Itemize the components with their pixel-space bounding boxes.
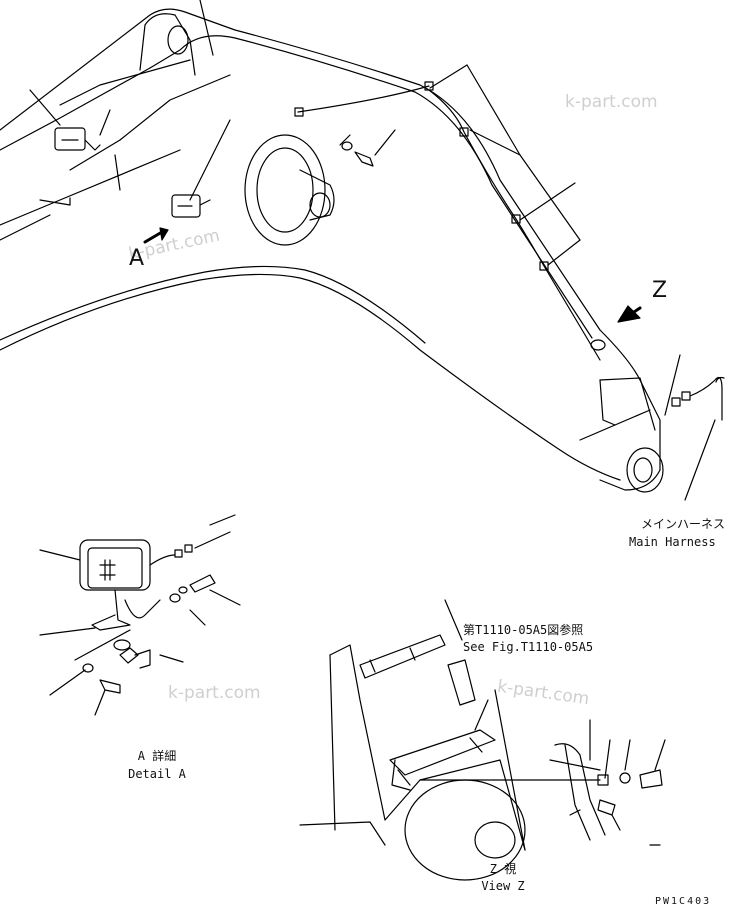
watermark: k-part.com: [168, 683, 261, 703]
detail-a-drawing: [39, 514, 241, 716]
view-z-letter: Z: [652, 278, 668, 303]
view-z-drawing: [299, 599, 666, 881]
boom: [0, 8, 725, 493]
drawing-code: PW1C403: [655, 896, 712, 907]
see-fig-label-jp: 第T1110-05A5図参照: [463, 623, 584, 637]
detail-a-caption-en: Detail A: [128, 767, 186, 781]
detail-a-caption-jp: A 詳細: [137, 749, 177, 763]
main-harness-label-en: Main Harness: [629, 535, 716, 549]
leader-lines-main: [29, 0, 716, 501]
main-harness-label-jp: メインハーネス: [641, 517, 726, 531]
watermark: k-part.com: [565, 92, 658, 112]
view-a-letter: A: [129, 246, 145, 271]
view-z-caption-jp: Z 視: [489, 862, 517, 876]
view-z-caption-en: View Z: [481, 879, 525, 893]
see-fig-label-en: See Fig.T1110-05A5: [463, 640, 594, 654]
